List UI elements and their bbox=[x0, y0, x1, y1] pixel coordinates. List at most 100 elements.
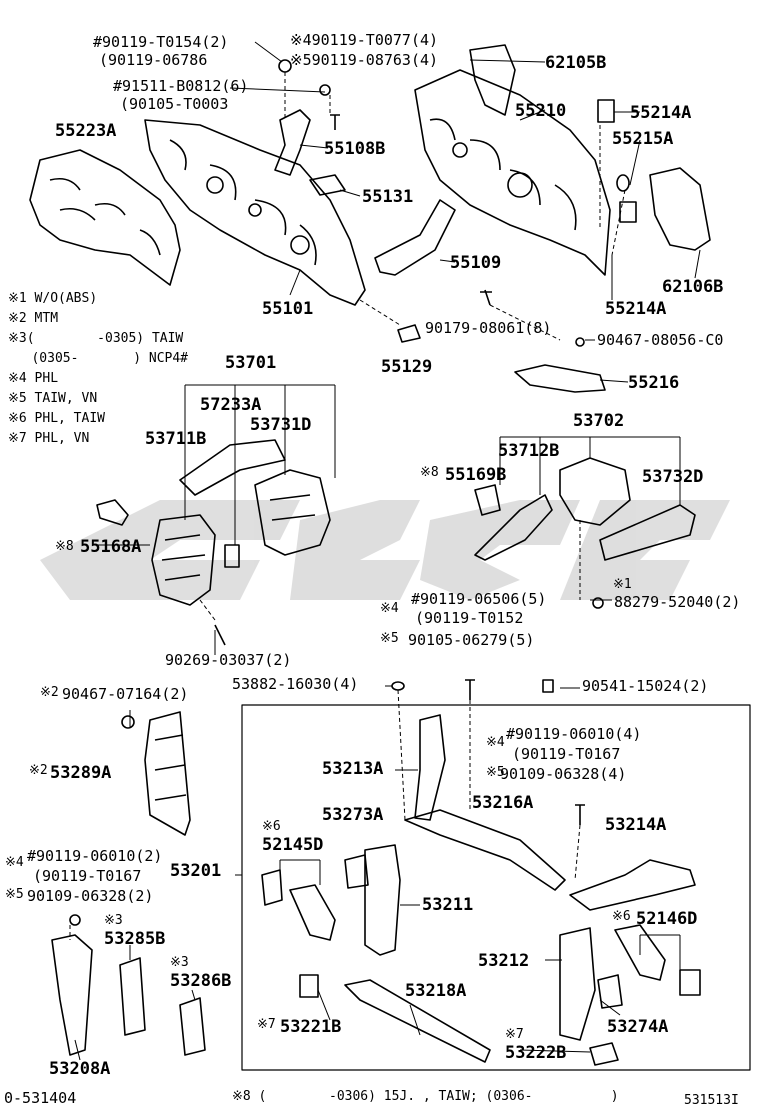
part-number-label: 55101 bbox=[262, 299, 314, 319]
part-number-label: (90119-T0167 bbox=[33, 867, 142, 885]
part-55210-shape bbox=[414, 69, 611, 276]
part-number-label: 90541-15024(2) bbox=[582, 677, 709, 695]
part-number-label: 53211 bbox=[422, 895, 474, 915]
part-number-label: 52146D bbox=[636, 909, 698, 929]
part-number-label: 90109-06328(2) bbox=[27, 887, 154, 905]
legend-note: ※3( -0305) TAIW bbox=[8, 331, 184, 346]
part-53201-box bbox=[241, 704, 751, 1071]
part-55214a-shape bbox=[597, 99, 615, 123]
part-number-label: 62105B bbox=[545, 53, 607, 73]
part-number-label: #90119-06010(2) bbox=[27, 847, 163, 865]
part-number-label: 90179-08061(8) bbox=[425, 319, 552, 337]
part-number-label: 53285B bbox=[104, 929, 166, 949]
part-number-label: 90269-03037(2) bbox=[165, 651, 292, 669]
part-number-label: 55223A bbox=[55, 121, 117, 141]
part-53732d-shape bbox=[559, 457, 631, 526]
part-52145d-shape bbox=[261, 869, 283, 906]
part-53212-shape bbox=[559, 927, 596, 1041]
footnote-mark: ※7 bbox=[505, 1027, 524, 1042]
part-number-label: 53216A bbox=[472, 793, 534, 813]
legend-note: ※1 W/O(ABS) bbox=[8, 291, 98, 306]
part-53221b-shape bbox=[299, 974, 319, 998]
footnote-mark: ※3 bbox=[104, 913, 123, 928]
part-62105b-shape bbox=[469, 44, 516, 116]
footnote-mark: ※8 bbox=[55, 539, 74, 554]
footnote-mark: ※4 bbox=[5, 855, 24, 870]
part-53286b-shape bbox=[179, 997, 206, 1056]
part-number-label: 90109-06328(4) bbox=[500, 765, 627, 783]
footnote-mark: ※3 bbox=[170, 955, 189, 970]
part-number-label: (90119-06786 bbox=[99, 51, 208, 69]
part-number-label: 53732D bbox=[642, 467, 704, 487]
part-number-label: 55214A bbox=[630, 103, 692, 123]
part-62106b-shape bbox=[649, 167, 711, 251]
legend-note: (0305- ) NCP4# bbox=[8, 351, 189, 366]
part-55131-shape bbox=[309, 174, 346, 196]
part-55223a-shape bbox=[29, 149, 181, 286]
part-number-label: 53201 bbox=[170, 861, 222, 881]
part-55129-shape bbox=[397, 324, 421, 343]
part-number-label: 53218A bbox=[405, 981, 467, 1001]
part-53216a-shape bbox=[404, 809, 566, 891]
part-53222b-shape bbox=[589, 1042, 619, 1066]
part-number-label: 55210 bbox=[515, 101, 567, 121]
part-53712b-shape bbox=[474, 494, 553, 561]
diagram-code-right: 531513I bbox=[684, 1093, 739, 1108]
part-52146d-shape bbox=[614, 924, 666, 981]
part-number-label: ※590119-08763(4) bbox=[290, 51, 439, 69]
part-number-label: (90105-T0003 bbox=[120, 95, 229, 113]
part-number-label: 53701 bbox=[225, 353, 277, 373]
part-number-label: #90119-06506(5) bbox=[411, 590, 547, 608]
part-55108b-shape bbox=[274, 109, 311, 176]
legend-note: ※4 PHL bbox=[8, 371, 59, 386]
part-number-label: #91511-B0812(6) bbox=[113, 77, 249, 95]
part-53731d-shape bbox=[254, 469, 331, 556]
footnote-mark: ※5 bbox=[380, 631, 399, 646]
footnote-mark: ※4 bbox=[380, 601, 399, 616]
part-number-label: 55168A bbox=[80, 537, 142, 557]
footnote-mark: ※2 bbox=[29, 763, 48, 778]
footnote-mark: ※1 bbox=[613, 577, 632, 592]
part-55216-shape bbox=[514, 364, 606, 393]
part-number-label: 62106B bbox=[662, 277, 724, 297]
part-number-label: 53712B bbox=[498, 441, 560, 461]
part-number-label: ※490119-T0077(4) bbox=[290, 31, 439, 49]
part-53213a-shape bbox=[414, 714, 446, 821]
legend-note: ※6 PHL, TAIW bbox=[8, 411, 105, 426]
part-number-label: 53882-16030(4) bbox=[232, 675, 359, 693]
part-number-label: 53273A bbox=[322, 805, 384, 825]
footnote-mark: ※8 bbox=[420, 465, 439, 480]
part-number-label: 55131 bbox=[362, 187, 414, 207]
part-number-label: 53212 bbox=[478, 951, 530, 971]
part-number-label: #90119-06010(4) bbox=[506, 725, 642, 743]
part-number-label: 53213A bbox=[322, 759, 384, 779]
part-number-label: 53711B bbox=[145, 429, 207, 449]
part-number-label: 55216 bbox=[628, 373, 680, 393]
part-53273a-shape bbox=[344, 854, 369, 889]
part-53289a-shape bbox=[144, 711, 191, 836]
footnote-mark: ※6 bbox=[612, 909, 631, 924]
part-number-label: (90119-T0152 bbox=[415, 609, 524, 627]
part-number-label: 55169B bbox=[445, 465, 507, 485]
part-number-label: 53702 bbox=[573, 411, 625, 431]
part-53208a-shape bbox=[51, 934, 93, 1056]
footnote-mark: ※7 bbox=[257, 1017, 276, 1032]
part-number-label: 57233A bbox=[200, 395, 262, 415]
part-number-label: 53208A bbox=[49, 1059, 111, 1079]
part-number-label: 52145D bbox=[262, 835, 324, 855]
part-number-label: #90119-T0154(2) bbox=[93, 33, 229, 51]
part-number-label: 55108B bbox=[324, 139, 386, 159]
part-number-label: 90105-06279(5) bbox=[408, 631, 535, 649]
part-55168a-shape bbox=[96, 499, 129, 526]
legend-note: ※2 MTM bbox=[8, 311, 59, 326]
part-number-label: 53289A bbox=[50, 763, 112, 783]
footnote-mark: ※5 bbox=[5, 887, 24, 902]
part-55215a-shape bbox=[616, 174, 630, 192]
part-number-label: 88279-52040(2) bbox=[614, 593, 741, 611]
part-53711b-shape bbox=[151, 514, 216, 606]
part-number-label: 53286B bbox=[170, 971, 232, 991]
part-number-label: 90467-07164(2) bbox=[62, 685, 189, 703]
